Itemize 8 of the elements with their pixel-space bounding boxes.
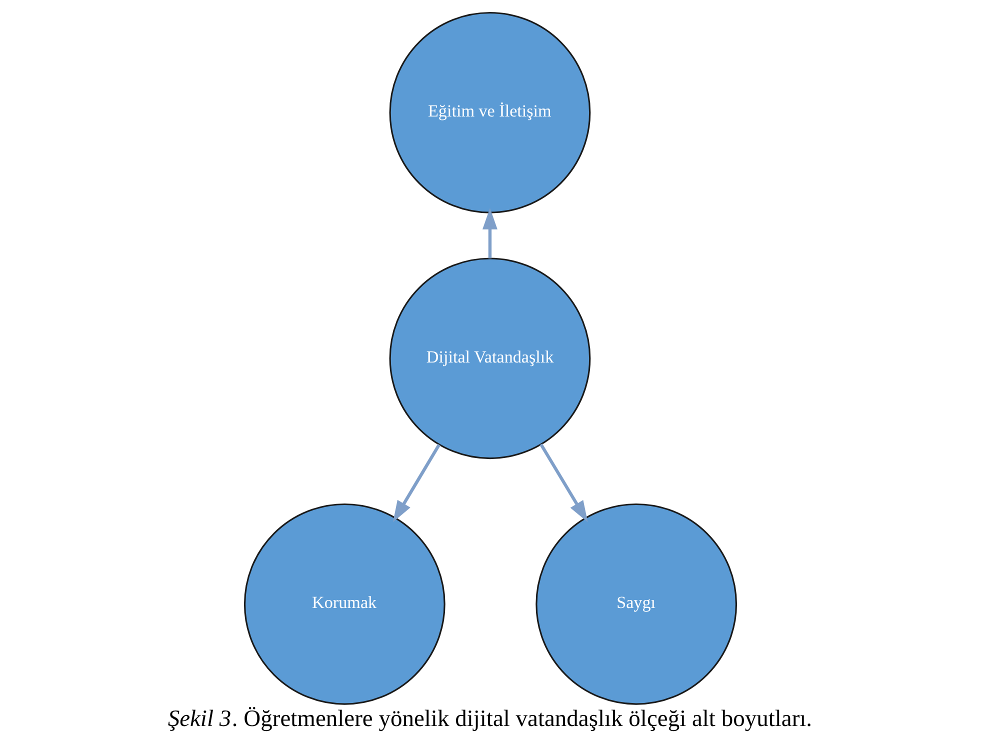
node-circle: Korumak bbox=[244, 503, 446, 705]
arrow bbox=[482, 208, 498, 258]
node-circle: Dijital Vatandaşlık bbox=[389, 258, 591, 460]
arrow bbox=[392, 444, 441, 522]
node-circle: Eğitim ve İletişim bbox=[389, 12, 591, 214]
caption: Şekil 3. Öğretmenlere yönelik dijital vatandaşlık ölçeği alt boyutları. bbox=[168, 706, 812, 732]
node-circle: Saygı bbox=[536, 503, 738, 705]
arrow bbox=[540, 444, 588, 522]
